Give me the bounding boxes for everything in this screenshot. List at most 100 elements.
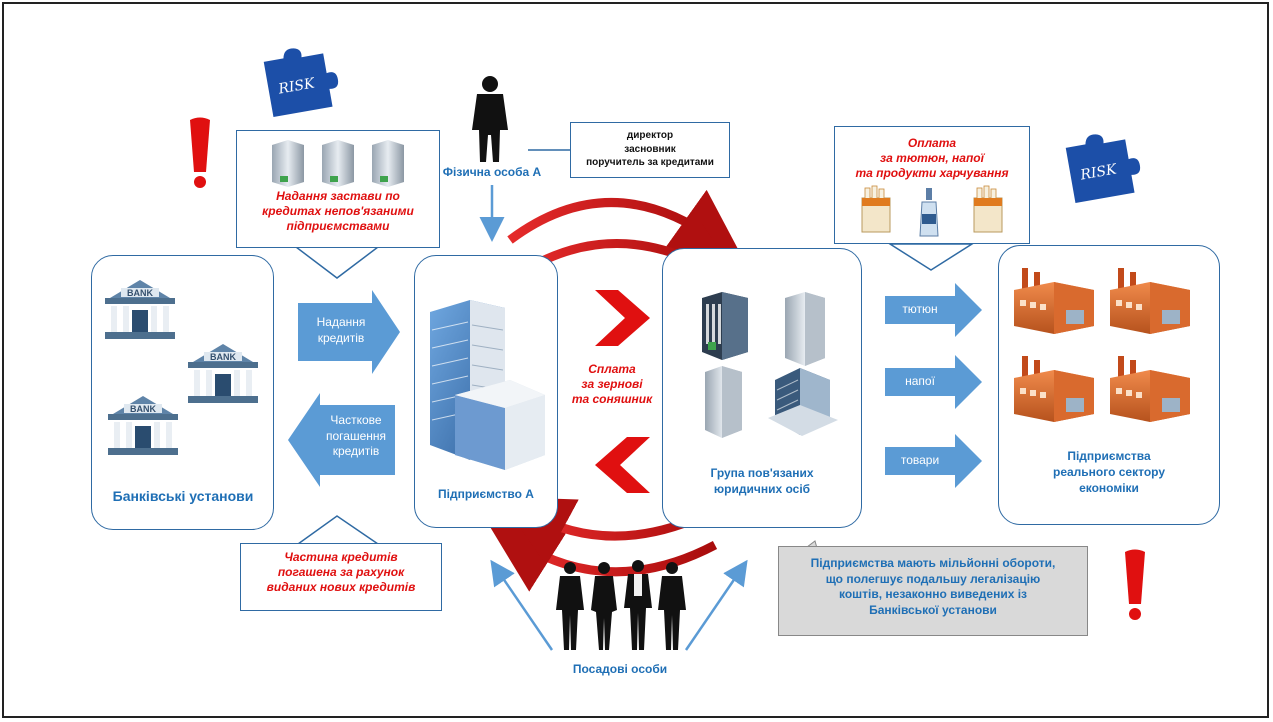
factory-icon — [1014, 268, 1094, 334]
payment-callout-pointer — [887, 243, 975, 271]
note-line-2: що полегшує подальшу легалізацію — [825, 571, 1041, 586]
tobacco-arrow — [885, 283, 982, 337]
group-line-1: Група пов'язаних — [710, 466, 814, 480]
factory-icon — [1110, 268, 1190, 334]
partial-callout — [240, 543, 442, 611]
cigarette-pack-icon — [973, 185, 1003, 233]
bottle-icon — [919, 188, 939, 237]
bank-icon: BANK — [105, 280, 175, 339]
loans-arrow — [298, 290, 400, 374]
bank-sign: BANK — [127, 288, 153, 298]
risk-text: RISK — [276, 75, 317, 97]
goods-arrow-label: товари — [900, 453, 940, 467]
building-icon — [705, 366, 742, 438]
real-sector-label: Підприємства реального сектору економіки — [998, 448, 1220, 497]
real-sector-line-3: економіки — [1079, 481, 1139, 496]
risk-puzzle-icon: RISK — [263, 48, 339, 117]
collateral-line-1: Надання застави по — [276, 189, 400, 203]
loans-line-1: Надання — [316, 315, 366, 329]
grain-line-3: та соняшник — [571, 392, 653, 406]
partial-line-2: погашена за рахунок — [277, 565, 405, 579]
note-callout — [778, 546, 1088, 636]
bank-sign: BANK — [130, 404, 156, 414]
payment-line-2: за тютюн, напої — [880, 151, 984, 165]
note-text: Підприємства мають мільйонні обороти, що… — [780, 556, 1086, 618]
building-icon — [372, 140, 404, 187]
person-silhouette-icon — [658, 562, 686, 650]
building-icon — [702, 292, 748, 360]
factory-icon — [1014, 356, 1094, 422]
red-chevron-left — [595, 437, 650, 493]
repay-arrow — [288, 393, 395, 487]
person-silhouette-icon — [624, 560, 652, 650]
exclamation-icon — [1125, 549, 1145, 620]
person-silhouette-icon — [472, 76, 508, 162]
real-sector-line-1: Підприємства — [1067, 449, 1151, 463]
grain-line-2: за зернові — [581, 377, 643, 391]
risk-puzzle-icon: RISK — [1065, 134, 1141, 203]
person-a-label: Фізична особа А — [442, 165, 542, 179]
person-silhouette-icon — [556, 562, 584, 650]
repay-line-1: Часткове — [330, 413, 382, 427]
person-silhouette-icon — [591, 562, 617, 650]
red-chevron-right — [595, 290, 650, 346]
payment-line-3: та продукти харчування — [855, 166, 1009, 180]
building-icon — [785, 292, 825, 366]
partial-line-3: виданих нових кредитів — [266, 580, 416, 594]
roles-line-2: засновник — [624, 143, 676, 155]
risk-text: RISK — [1078, 161, 1119, 183]
note-line-4: Банківської установи — [869, 602, 997, 617]
note-line-3: коштів, незаконно виведених із — [838, 587, 1028, 602]
partial-line-1: Частина кредитів — [284, 550, 398, 564]
cigarette-pack-icon — [861, 185, 891, 233]
repay-arrow-label: Часткове погашення кредитів — [316, 413, 396, 460]
goods-arrow — [885, 434, 982, 488]
grain-payment-text: Сплата за зернові та соняшник — [560, 362, 664, 407]
collateral-line-2: кредитах непов'язаними — [262, 204, 414, 218]
roles-line-1: директор — [626, 130, 674, 141]
bank-icon: BANK — [108, 396, 178, 455]
collateral-line-3: підприємствами — [286, 219, 390, 233]
roles-text: директор засновник поручитель за кредита… — [572, 129, 728, 170]
exclamation-icon — [190, 117, 210, 188]
tobacco-arrow-label: тютюн — [902, 302, 938, 316]
roles-callout — [570, 122, 730, 178]
group-line-2: юридичних осіб — [713, 481, 811, 496]
factory-icon — [1110, 356, 1190, 422]
officials-arrow-right — [684, 559, 748, 651]
repay-line-2: погашення — [325, 428, 386, 443]
roles-line-3: поручитель за кредитами — [586, 157, 714, 168]
officials-label: Посадові особи — [572, 662, 668, 676]
collateral-text: Надання застави по кредитах непов'язаним… — [240, 189, 436, 234]
partial-text: Частина кредитів погашена за рахунок вид… — [242, 550, 440, 595]
real-sector-line-2: реального сектору — [1052, 465, 1165, 480]
bank-icon: BANK — [188, 344, 258, 403]
building-icon — [322, 140, 354, 187]
drinks-arrow-label: напої — [905, 374, 935, 388]
building-icon — [430, 300, 545, 470]
payment-line-1: Оплата — [907, 136, 957, 150]
banks-panel — [91, 255, 274, 530]
loans-arrow-label: Надання кредитів — [298, 315, 384, 346]
building-icon — [768, 368, 838, 436]
bank-sign: BANK — [210, 352, 236, 362]
payment-text: Оплата за тютюн, напої та продукти харчу… — [836, 136, 1028, 181]
enterprise-a-label: Підприємство А — [438, 487, 534, 501]
building-icon — [272, 140, 304, 187]
drinks-arrow — [885, 355, 982, 409]
group-label: Група пов'язаних юридичних осіб — [662, 466, 862, 497]
note-line-1: Підприємства мають мільйонні обороти, — [810, 556, 1056, 570]
loans-line-2: кредитів — [317, 330, 365, 345]
grain-line-1: Сплата — [588, 362, 636, 376]
repay-line-3: кредитів — [332, 444, 380, 459]
banks-label: Банківські установи — [112, 488, 254, 504]
